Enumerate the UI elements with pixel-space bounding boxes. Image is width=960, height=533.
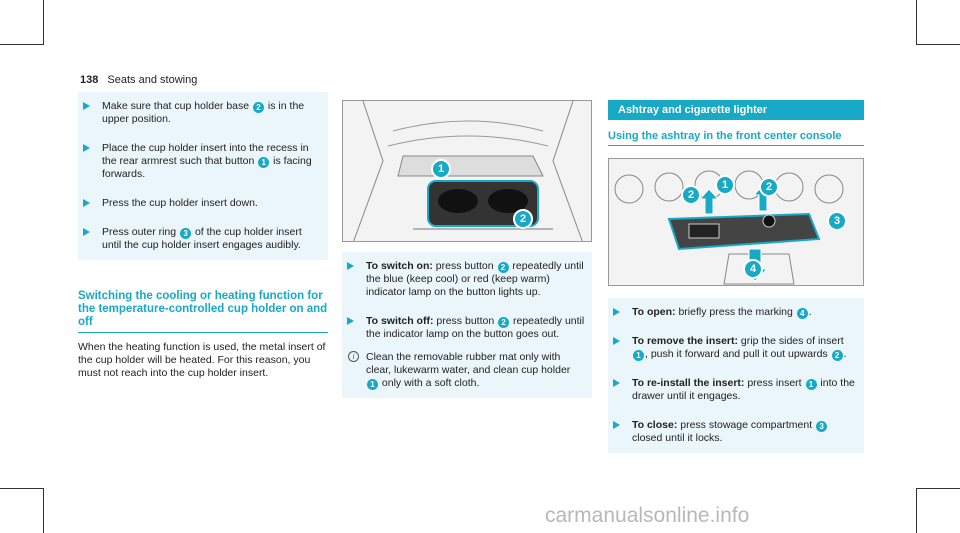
step-item: Press outer ring 3 of the cup holder ins… (78, 218, 328, 260)
step-arrow-icon (613, 308, 620, 316)
figure-callout: 2 (681, 185, 701, 205)
crop-mark (916, 44, 960, 45)
step-item: To close: press stowage compartment 3 cl… (608, 411, 864, 453)
step-arrow-icon (613, 421, 620, 429)
figure-callout: 3 (827, 211, 847, 231)
column-right: Ashtray and cigarette lighter Using the … (608, 100, 864, 453)
column-left: Make sure that cup holder base 2 is in t… (78, 92, 328, 380)
crop-mark (43, 488, 44, 533)
step-arrow-icon (83, 102, 90, 110)
crop-mark (916, 488, 917, 533)
step-item: To open: briefly press the marking 4. (608, 298, 864, 327)
info-icon: i (348, 351, 359, 362)
subsection-title: Using the ashtray in the front center co… (608, 130, 864, 146)
callout-badge: 2 (498, 317, 510, 328)
step-item: To remove the insert: grip the sides of … (608, 327, 864, 369)
section-title: Switching the cooling or heating functio… (78, 290, 328, 333)
watermark-text: carmanualsonline.info (545, 504, 750, 527)
step-arrow-icon (83, 144, 90, 152)
crop-mark (43, 0, 44, 45)
step-arrow-icon (613, 379, 620, 387)
step-arrow-icon (347, 317, 354, 325)
page-header: 138 Seats and stowing (80, 74, 197, 86)
cup-holder-illustration: 1 2 (342, 100, 592, 242)
ashtray-illustration: 2 1 2 3 4 (608, 158, 864, 286)
step-arrow-icon (613, 337, 620, 345)
crop-mark (0, 488, 44, 489)
crop-mark (916, 488, 960, 489)
step-item: To switch on: press button 2 repeatedly … (342, 252, 592, 307)
callout-badge: 1 (805, 379, 817, 390)
step-arrow-icon (83, 228, 90, 236)
column-middle: 1 2 To switch on: press button 2 repeate… (342, 100, 592, 398)
crop-mark (916, 0, 917, 45)
figure-callout: 4 (743, 259, 763, 279)
callout-badge: 1 (258, 157, 270, 168)
callout-badge: 2 (253, 102, 265, 113)
callout-badge: 1 (367, 379, 378, 390)
step-item: Press the cup holder insert down. (78, 189, 328, 218)
page-number: 138 (80, 74, 99, 86)
callout-badge: 3 (180, 228, 192, 239)
callout-badge: 2 (497, 262, 509, 273)
step-arrow-icon (83, 199, 90, 207)
figure-callout: 2 (513, 209, 533, 229)
body-paragraph: When the heating function is used, the m… (78, 341, 326, 379)
figure-callout: 2 (759, 177, 779, 197)
callout-badge: 1 (633, 350, 644, 361)
step-item: To re-install the insert: press insert 1… (608, 369, 864, 411)
cup-holder-image (343, 101, 591, 241)
step-item: To switch off: press button 2 repeatedly… (342, 307, 592, 349)
figure-callout: 1 (715, 175, 735, 195)
section-name: Seats and stowing (107, 74, 198, 86)
section-bar-title: Ashtray and cigarette lighter (608, 100, 864, 120)
callout-badge: 3 (816, 421, 828, 432)
step-item: Place the cup holder insert into the rec… (78, 134, 328, 189)
callout-badge: 2 (831, 350, 843, 361)
step-arrow-icon (347, 262, 354, 270)
step-item: Make sure that cup holder base 2 is in t… (78, 92, 328, 134)
callout-badge: 4 (796, 308, 808, 319)
figure-callout: 1 (431, 159, 451, 179)
info-note: i Clean the removable rubber mat only wi… (342, 349, 592, 398)
ashtray-image (609, 159, 863, 285)
crop-mark (0, 44, 44, 45)
